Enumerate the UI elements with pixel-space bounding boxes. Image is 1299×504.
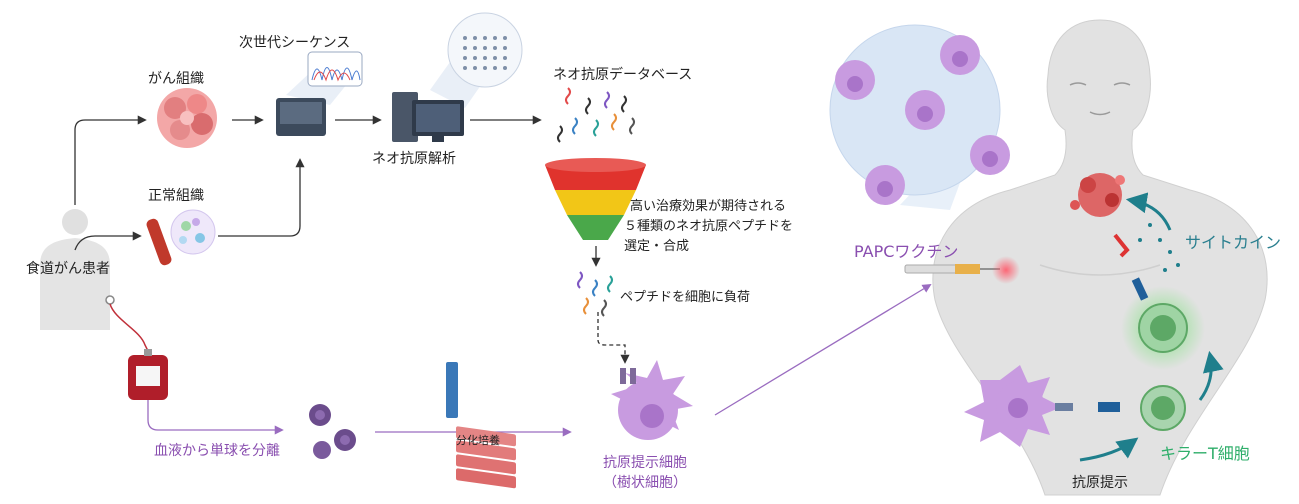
label-patient: 食道がん患者 <box>26 261 110 277</box>
label-killer-t: キラーT細胞 <box>1160 444 1250 463</box>
label-selection-line3: 選定・合成 <box>624 239 690 254</box>
label-neoantigen-db: ネオ抗原データベース <box>553 67 693 83</box>
label-peptide-loading: ペプチドを細胞に負荷 <box>620 290 751 305</box>
papc-magnified-view <box>829 24 1010 210</box>
blood-tube <box>109 303 151 356</box>
label-apc-line2: （樹状細胞） <box>603 475 687 491</box>
label-tumor-tissue: がん組織 <box>148 71 204 87</box>
sequencer-icon <box>276 51 363 136</box>
teal-arrows <box>1079 192 1224 462</box>
peptide-squiggles-top <box>557 87 635 143</box>
dendritic-cell-apc <box>611 360 693 440</box>
label-selection-line1: 高い治療効果が期待される <box>630 199 787 214</box>
tumor-in-body <box>1070 173 1125 217</box>
label-neoantigen-analysis: ネオ抗原解析 <box>372 151 456 167</box>
label-apc-line1: 抗原提示細胞 <box>603 455 687 471</box>
flow-arrows <box>74 115 630 364</box>
label-sequencer: 次世代シーケンス <box>239 35 351 51</box>
normal-tissue-icon <box>146 209 216 266</box>
label-antigen-presentation: 抗原提示 <box>1072 475 1128 491</box>
label-selection-line2: ５種類のネオ抗原ペプチドを <box>624 219 794 234</box>
label-cytokine: サイトカイン <box>1185 233 1282 252</box>
monocyte-cells <box>309 404 356 459</box>
patient-silhouette <box>40 209 115 330</box>
label-normal-tissue: 正常組織 <box>148 188 204 204</box>
label-monocyte-separation: 血液から単球を分離 <box>154 443 280 459</box>
label-papc-vaccine: PAPCワクチン <box>854 242 959 261</box>
purple-flow-arrows <box>147 284 932 437</box>
computer-icon <box>392 12 523 142</box>
tumor-tissue-icon <box>157 88 217 148</box>
peptide-squiggles-bottom <box>577 271 613 317</box>
culture-flask-icon <box>446 362 516 489</box>
killer-t-cells <box>1098 233 1205 431</box>
cytokine-dots <box>1138 223 1180 272</box>
apc-in-body <box>964 365 1073 447</box>
funnel-icon <box>545 158 646 240</box>
label-differentiation: 分化培養 <box>456 434 500 447</box>
syringe-icon <box>904 256 1020 284</box>
blood-bag-icon <box>128 349 168 400</box>
